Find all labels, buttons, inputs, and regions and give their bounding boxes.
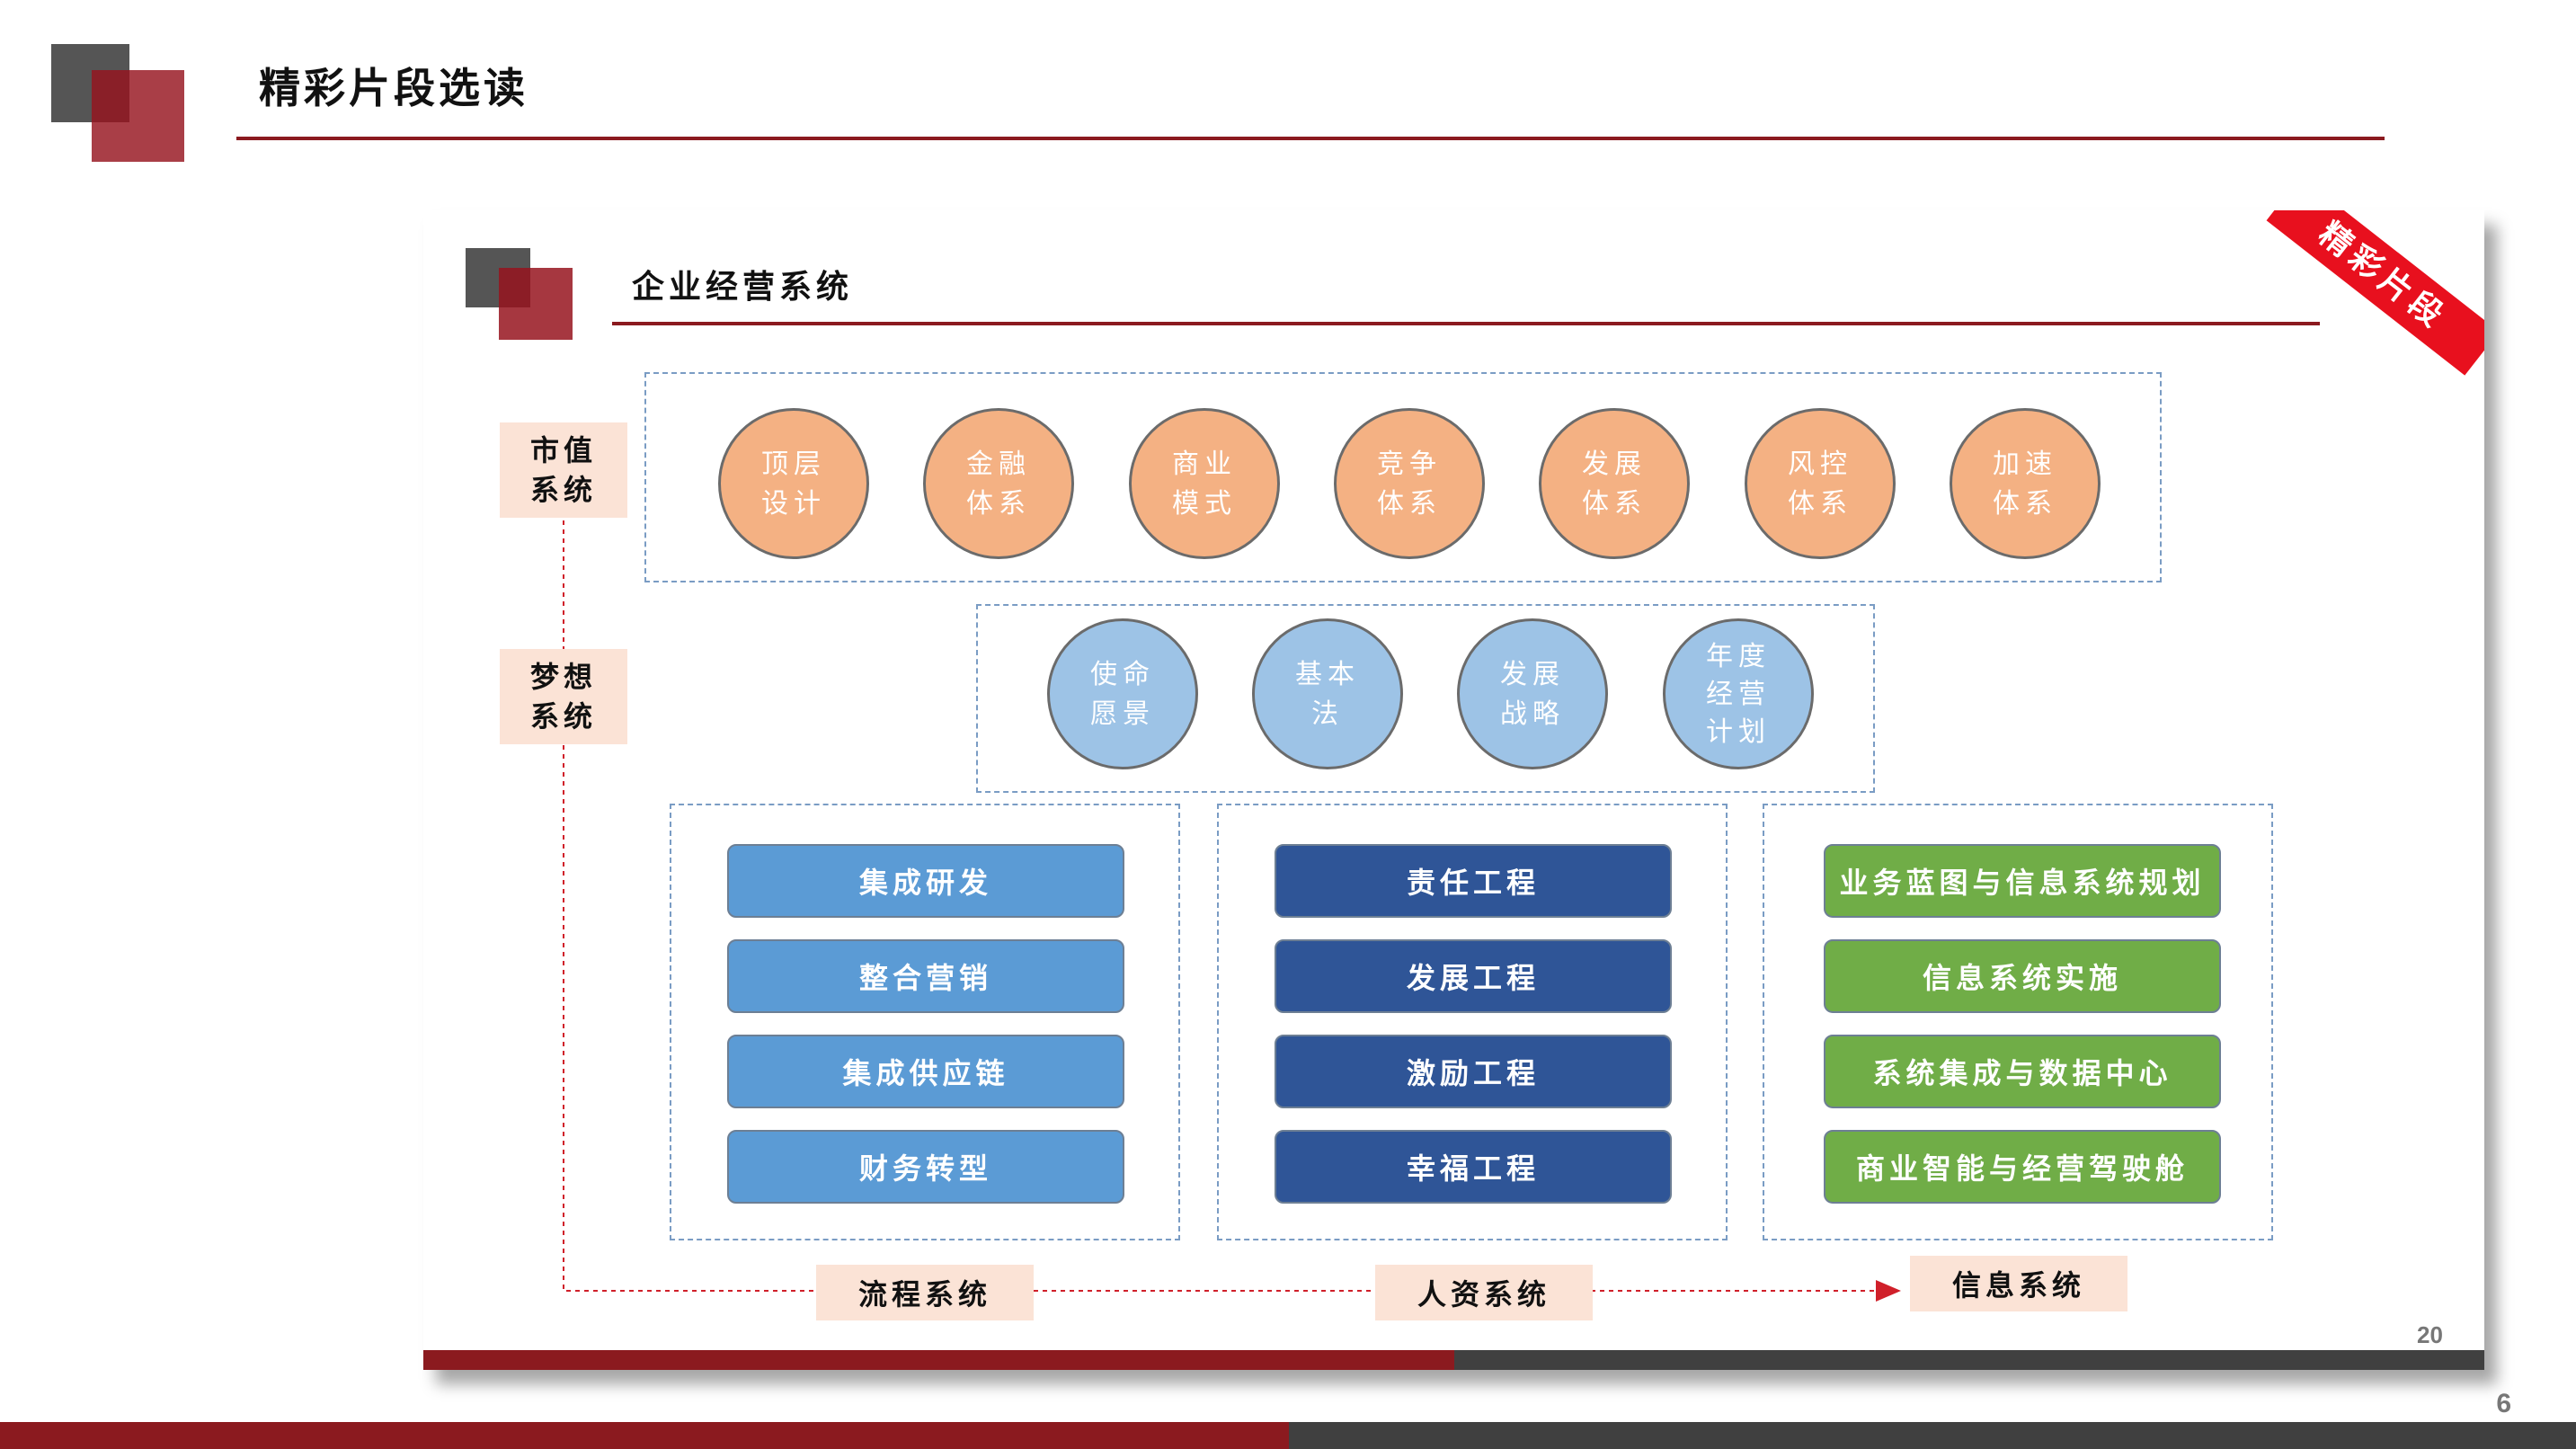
- circle-top-level-design: 顶层 设计: [718, 408, 869, 559]
- label-info-system: 信息系统: [1910, 1256, 2127, 1311]
- process-item: 整合营销: [727, 939, 1124, 1013]
- slide-page-number: 20: [2417, 1321, 2443, 1348]
- circle-mission-vision: 使命 愿景: [1047, 618, 1198, 769]
- logo-red-square: [92, 70, 184, 162]
- info-item: 信息系统实施: [1824, 939, 2221, 1013]
- process-item: 集成供应链: [727, 1035, 1124, 1108]
- circle-finance-system: 金融 体系: [923, 408, 1074, 559]
- slide-footer-red-bar: [423, 1350, 1454, 1370]
- slide-footer-gray-bar: [1454, 1350, 2484, 1370]
- process-item: 财务转型: [727, 1130, 1124, 1204]
- info-item: 业务蓝图与信息系统规划: [1824, 844, 2221, 918]
- info-item: 系统集成与数据中心: [1824, 1035, 2221, 1108]
- circle-acceleration-system: 加速 体系: [1950, 408, 2101, 559]
- slide-title: 企业经营系统: [632, 268, 854, 306]
- hr-item: 幸福工程: [1275, 1130, 1672, 1204]
- hr-item: 发展工程: [1275, 939, 1672, 1013]
- title-underline: [236, 137, 2385, 140]
- hr-item: 责任工程: [1275, 844, 1672, 918]
- circle-risk-control-system: 风控 体系: [1745, 408, 1896, 559]
- side-label-market-value: 市值 系统: [500, 422, 627, 518]
- page-title: 精彩片段选读: [259, 64, 529, 112]
- market-value-group: [644, 372, 2162, 582]
- circle-business-model: 商业 模式: [1129, 408, 1280, 559]
- circle-annual-plan: 年度 经营 计划: [1663, 618, 1814, 769]
- slide-title-underline: [612, 322, 2320, 325]
- process-item: 集成研发: [727, 844, 1124, 918]
- label-process-system: 流程系统: [816, 1265, 1034, 1320]
- page-number: 6: [2496, 1389, 2511, 1418]
- slide-logo-red-square: [499, 268, 573, 340]
- info-group: [1763, 804, 2273, 1240]
- hr-group: [1217, 804, 1728, 1240]
- dream-group: [976, 604, 1875, 793]
- side-label-dream: 梦想 系统: [500, 649, 627, 744]
- circle-basic-law: 基本 法: [1252, 618, 1403, 769]
- hr-item: 激励工程: [1275, 1035, 1672, 1108]
- footer-gray-bar: [1289, 1422, 2576, 1449]
- footer-red-bar: [0, 1422, 1289, 1449]
- circle-development-strategy: 发展 战略: [1457, 618, 1608, 769]
- circle-development-system: 发展 体系: [1539, 408, 1690, 559]
- slide-preview: 企业经营系统 精彩片段 市值 系统 梦想 系统 顶层 设计 金融 体系 商业 模…: [423, 210, 2484, 1370]
- process-group: [670, 804, 1180, 1240]
- circle-competition-system: 竞争 体系: [1334, 408, 1485, 559]
- info-item: 商业智能与经营驾驶舱: [1824, 1130, 2221, 1204]
- label-hr-system: 人资系统: [1375, 1265, 1593, 1320]
